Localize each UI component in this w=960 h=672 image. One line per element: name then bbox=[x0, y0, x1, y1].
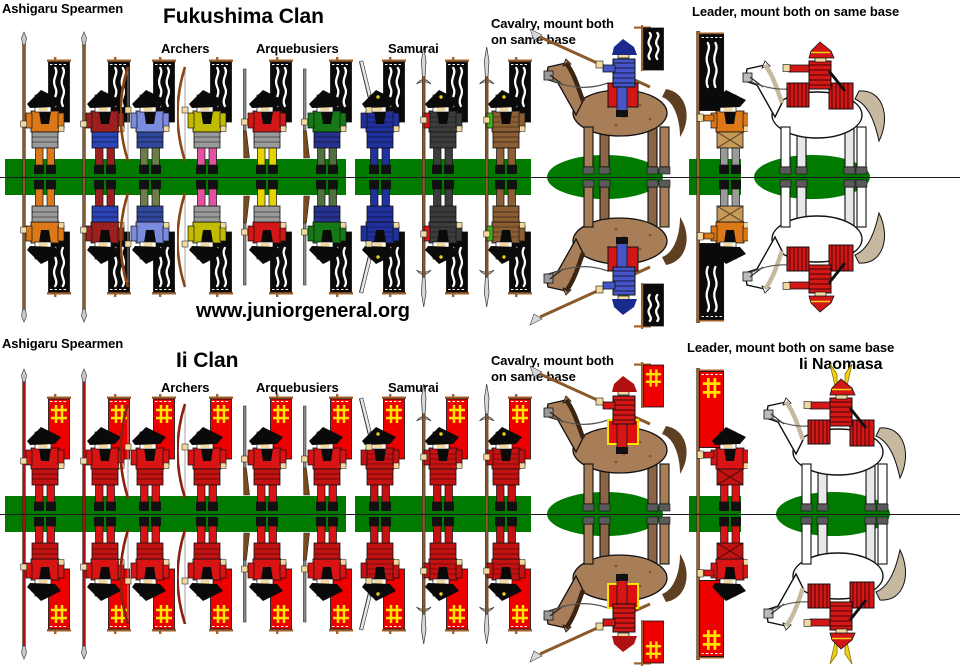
figure-arquebusier-ii bbox=[237, 368, 297, 514]
figure-samurai-polearm-fukushima-mirror bbox=[476, 177, 536, 323]
figure-banner-bearer-fukushima-mirror bbox=[688, 177, 748, 323]
figure-samurai-sword-fukushima-mirror bbox=[350, 177, 410, 323]
label-leader-note-ii: Leader, mount both on same base bbox=[687, 340, 895, 355]
figure-samurai-polearm-fukushima-mirror bbox=[413, 177, 473, 323]
figure-samurai-polearm-ii bbox=[413, 368, 473, 514]
site-watermark: www.juniorgeneral.org bbox=[196, 300, 410, 322]
figure-samurai-sword-ii bbox=[350, 368, 410, 514]
figure-archer-ii-mirror bbox=[177, 514, 237, 660]
label-samurai-fukushima: Samurai bbox=[388, 41, 439, 56]
label-arquebusiers-fukushima: Arquebusiers bbox=[256, 41, 339, 56]
figure-samurai-polearm-ii-mirror bbox=[413, 514, 473, 660]
figure-cavalry-ii-mirror bbox=[520, 514, 720, 666]
figure-samurai-polearm-ii bbox=[476, 368, 536, 514]
figure-cavalry-fukushima-mirror bbox=[520, 177, 720, 329]
figure-spearman-ii bbox=[15, 368, 75, 514]
label-arquebusiers-ii: Arquebusiers bbox=[256, 380, 339, 395]
figure-archer-ii-mirror bbox=[120, 514, 180, 660]
figure-leader-fukushima-mirror bbox=[717, 177, 907, 329]
figure-archer-fukushima bbox=[120, 31, 180, 177]
figure-spearman-ii-mirror bbox=[15, 514, 75, 660]
figure-arquebusier-ii-mirror bbox=[237, 514, 297, 660]
figure-spearman-fukushima-mirror bbox=[75, 177, 135, 323]
section-title-ii: Ii Clan bbox=[176, 349, 239, 372]
figure-arquebusier-fukushima-mirror bbox=[297, 177, 357, 323]
label-ashigaru-spearmen-fukushima: Ashigaru Spearmen bbox=[2, 1, 124, 16]
figure-banner-bearer-ii-mirror bbox=[688, 514, 748, 660]
section-title-fukushima: Fukushima Clan bbox=[163, 5, 324, 28]
label-archers-fukushima: Archers bbox=[161, 41, 210, 56]
figure-arquebusier-fukushima bbox=[237, 31, 297, 177]
figure-spearman-fukushima-mirror bbox=[15, 177, 75, 323]
label-archers-ii: Archers bbox=[161, 380, 210, 395]
figure-samurai-sword-ii-mirror bbox=[350, 514, 410, 660]
figure-spearman-fukushima bbox=[15, 31, 75, 177]
label-samurai-ii: Samurai bbox=[388, 380, 439, 395]
figure-leader-ii-mirror bbox=[738, 514, 928, 666]
label-ashigaru-spearmen-ii: Ashigaru Spearmen bbox=[2, 336, 124, 351]
figure-arquebusier-fukushima-mirror bbox=[237, 177, 297, 323]
fold-line-fukushima bbox=[0, 176, 960, 178]
fold-line-ii bbox=[0, 513, 960, 515]
figure-leader-fukushima bbox=[717, 25, 907, 177]
figure-cavalry-ii bbox=[520, 362, 720, 514]
label-leader-note-fukushima: Leader, mount both on same base bbox=[692, 4, 900, 19]
figure-leader-ii bbox=[738, 362, 928, 514]
figure-archer-ii bbox=[120, 368, 180, 514]
label-leader-name-ii: Ii Naomasa bbox=[799, 356, 883, 373]
figure-samurai-polearm-fukushima bbox=[413, 31, 473, 177]
label-cavalry-note-ii: Cavalry, mount both on same base bbox=[491, 353, 614, 385]
figure-archer-fukushima-mirror bbox=[120, 177, 180, 323]
figure-banner-bearer-ii bbox=[688, 368, 748, 514]
figure-banner-bearer-fukushima bbox=[688, 31, 748, 177]
figure-archer-fukushima-mirror bbox=[177, 177, 237, 323]
figure-arquebusier-ii-mirror bbox=[297, 514, 357, 660]
figure-arquebusier-ii bbox=[297, 368, 357, 514]
figure-samurai-sword-fukushima bbox=[350, 31, 410, 177]
figure-samurai-polearm-ii-mirror bbox=[476, 514, 536, 660]
figure-arquebusier-fukushima bbox=[297, 31, 357, 177]
figure-samurai-polearm-fukushima bbox=[476, 31, 536, 177]
figure-archer-ii bbox=[177, 368, 237, 514]
figure-archer-fukushima bbox=[177, 31, 237, 177]
figure-cavalry-fukushima bbox=[520, 25, 720, 177]
